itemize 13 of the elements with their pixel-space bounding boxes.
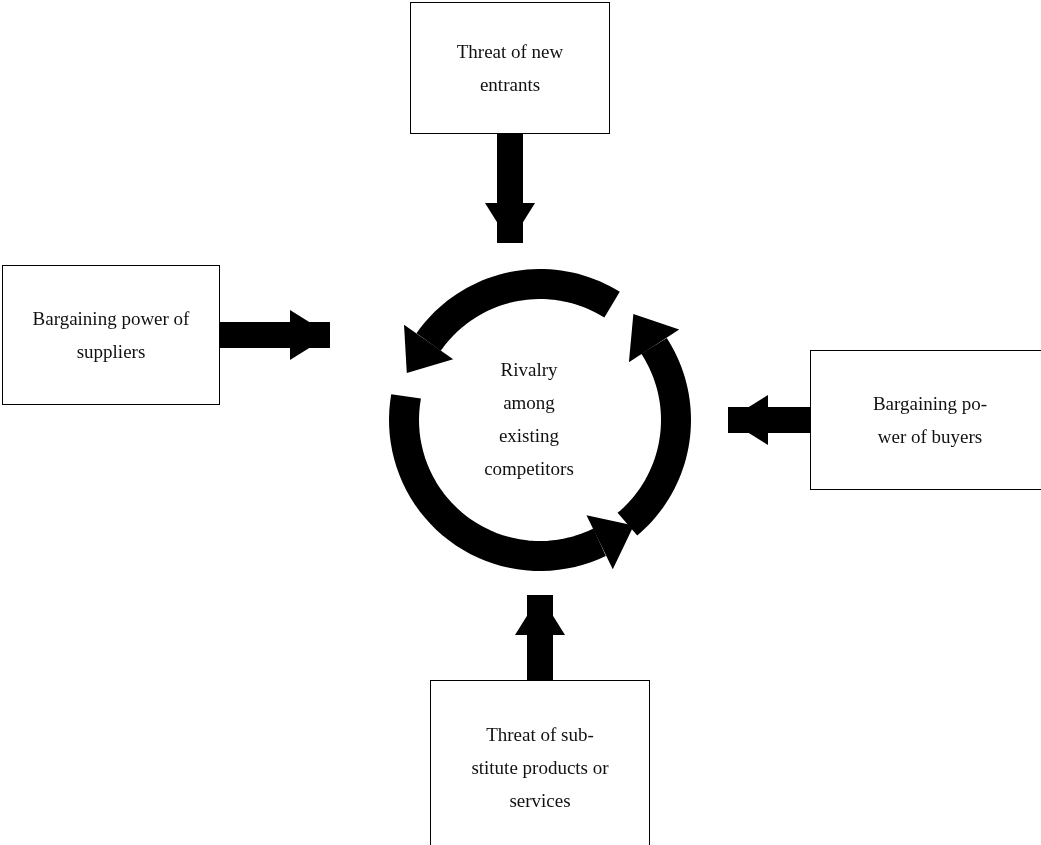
block-arrow [515, 595, 565, 680]
block-arrow [728, 395, 810, 445]
block-arrow [485, 134, 535, 243]
force-label: Threat of new entrants [455, 40, 565, 97]
force-label: Bargaining po- wer of buyers [871, 392, 989, 449]
center-label: Rivalry among existing competitors [483, 358, 575, 481]
force-box [810, 350, 1041, 490]
force-box [2, 265, 220, 405]
force-label: Threat of sub- stitute products or services [470, 723, 610, 813]
force-label: Bargaining power of suppliers [31, 307, 191, 364]
force-box [410, 2, 610, 134]
block-arrow [220, 310, 330, 360]
force-box [430, 680, 650, 845]
